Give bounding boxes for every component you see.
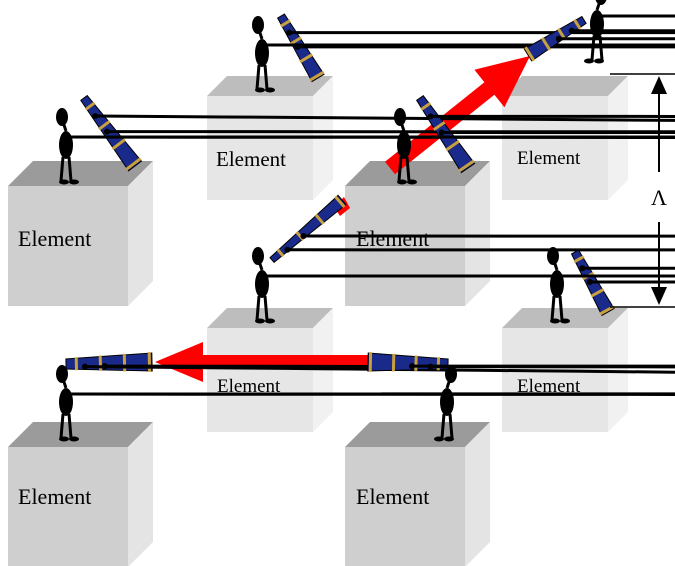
cube-top-face — [502, 76, 628, 96]
element-label: Element — [517, 376, 581, 397]
telescope-icon — [80, 94, 143, 172]
observer-silhouette-icon — [547, 247, 570, 324]
cube-side-face — [128, 422, 153, 566]
telescope-icon — [269, 194, 347, 263]
cube-front-face — [502, 96, 608, 200]
observer-silhouette-icon — [394, 108, 417, 185]
cube-top-face — [8, 422, 153, 447]
cube-front-face — [207, 328, 313, 432]
cube-top-face — [207, 76, 333, 96]
cube-side-face — [128, 161, 153, 306]
element-back-top: Element — [207, 76, 333, 200]
observer-front-center-top — [394, 95, 675, 185]
element-back-center-bottom: Element — [207, 308, 333, 432]
element-back-right-bottom: Element — [502, 308, 628, 432]
cube-top-face — [8, 161, 153, 186]
element-label: Element — [217, 376, 281, 397]
observer-front-left-top — [56, 94, 675, 185]
observer-silhouette-icon — [252, 247, 275, 324]
element-front-center-bottom: Element — [345, 422, 490, 566]
observer-front-left-bottom — [56, 352, 675, 442]
observer-silhouette-icon — [56, 108, 79, 185]
cube-top-face — [345, 161, 490, 186]
observer-silhouette-icon — [56, 365, 79, 442]
element-front-center-top: Element — [345, 161, 490, 306]
cube-side-face — [608, 308, 628, 432]
observers-layer — [56, 0, 675, 442]
cube-front-face — [502, 328, 608, 432]
element-front-left-bottom: Element — [8, 422, 153, 566]
cube-front-face — [8, 186, 128, 306]
cube-top-face — [207, 308, 333, 328]
observer-front-center-bottom — [367, 352, 675, 442]
observer-back-right-top — [523, 0, 675, 64]
element-front-left-top: Element — [8, 161, 153, 306]
cube-front-face — [207, 96, 313, 200]
element-label: Element — [356, 484, 429, 509]
cube-side-face — [465, 161, 490, 306]
cube-front-face — [8, 447, 128, 566]
cube-front-face — [345, 447, 465, 566]
dimension-up-arrowhead — [651, 76, 667, 94]
spacing-label: Λ — [651, 185, 667, 210]
element-label: Element — [356, 226, 429, 251]
cube-front-face — [345, 186, 465, 306]
telescope-icon — [523, 15, 587, 62]
telescope-icon — [367, 352, 449, 372]
element-label: Element — [517, 148, 581, 169]
element-label: Element — [18, 484, 91, 509]
cube-top-face — [502, 308, 628, 328]
element-label: Element — [216, 147, 286, 171]
observer-silhouette-icon — [252, 16, 275, 93]
cube-top-face — [345, 422, 490, 447]
cube-side-face — [465, 422, 490, 566]
element-label: Element — [18, 226, 91, 251]
observer-back-center-bottom — [252, 194, 675, 324]
telescope-icon — [65, 352, 153, 372]
horizontal-arrow — [155, 342, 372, 382]
dimension-down-arrowhead — [651, 287, 667, 305]
spacing-dimension: Λ — [610, 73, 675, 308]
observer-back-top — [252, 13, 675, 93]
